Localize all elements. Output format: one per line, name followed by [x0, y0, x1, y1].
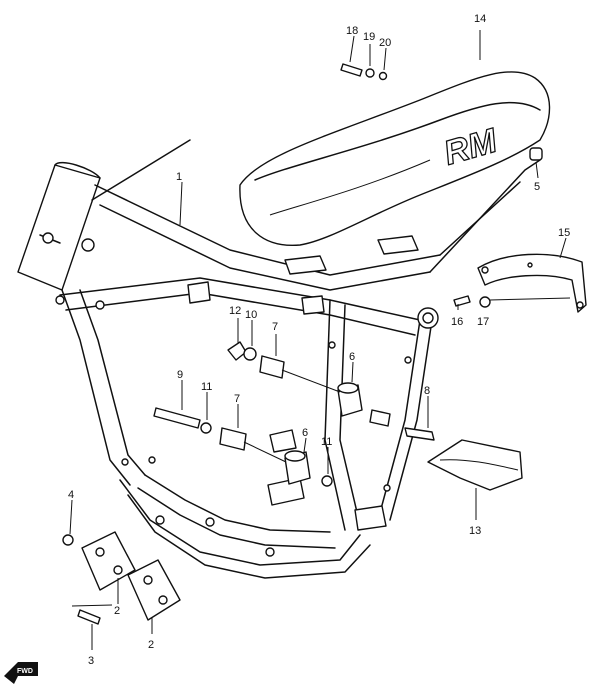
callout-10: 10: [245, 309, 257, 321]
callout-8: 8: [424, 385, 430, 397]
callout-15: 15: [558, 227, 570, 239]
callout-19: 19: [363, 31, 375, 43]
callout-6b: 6: [302, 427, 308, 439]
callout-labels: 1 14 18 19 20 5 15 16 17 12 10 7 6 9 11 …: [68, 13, 570, 667]
callout-16: 16: [451, 316, 463, 328]
engine-mount-plates: [81, 531, 181, 621]
callout-5: 5: [534, 181, 540, 193]
callout-11a: 11: [201, 381, 212, 393]
callout-4: 4: [68, 489, 74, 501]
callout-2b: 2: [148, 639, 154, 651]
callout-7a: 7: [272, 321, 278, 333]
callout-18: 18: [346, 25, 358, 37]
leader-lines: [69, 30, 571, 650]
callout-7b: 7: [234, 393, 240, 405]
main-frame: [17, 139, 541, 579]
fwd-arrow-icon: FWD: [4, 662, 38, 684]
rear-brace: [477, 253, 587, 313]
callout-9: 9: [177, 369, 183, 381]
callout-12: 12: [229, 305, 241, 317]
callout-2a: 2: [114, 605, 120, 617]
hardware: [62, 63, 543, 625]
callout-20: 20: [379, 37, 391, 49]
guard-plate: [427, 439, 523, 491]
callout-1: 1: [176, 171, 182, 183]
callout-3: 3: [88, 655, 94, 667]
callout-13: 13: [469, 525, 481, 537]
callout-17: 17: [477, 316, 489, 328]
callout-14: 14: [474, 13, 486, 25]
callout-11b: 11: [321, 436, 332, 448]
fwd-label: FWD: [17, 668, 33, 675]
seat: RM: [239, 71, 551, 246]
callout-6a: 6: [349, 351, 355, 363]
